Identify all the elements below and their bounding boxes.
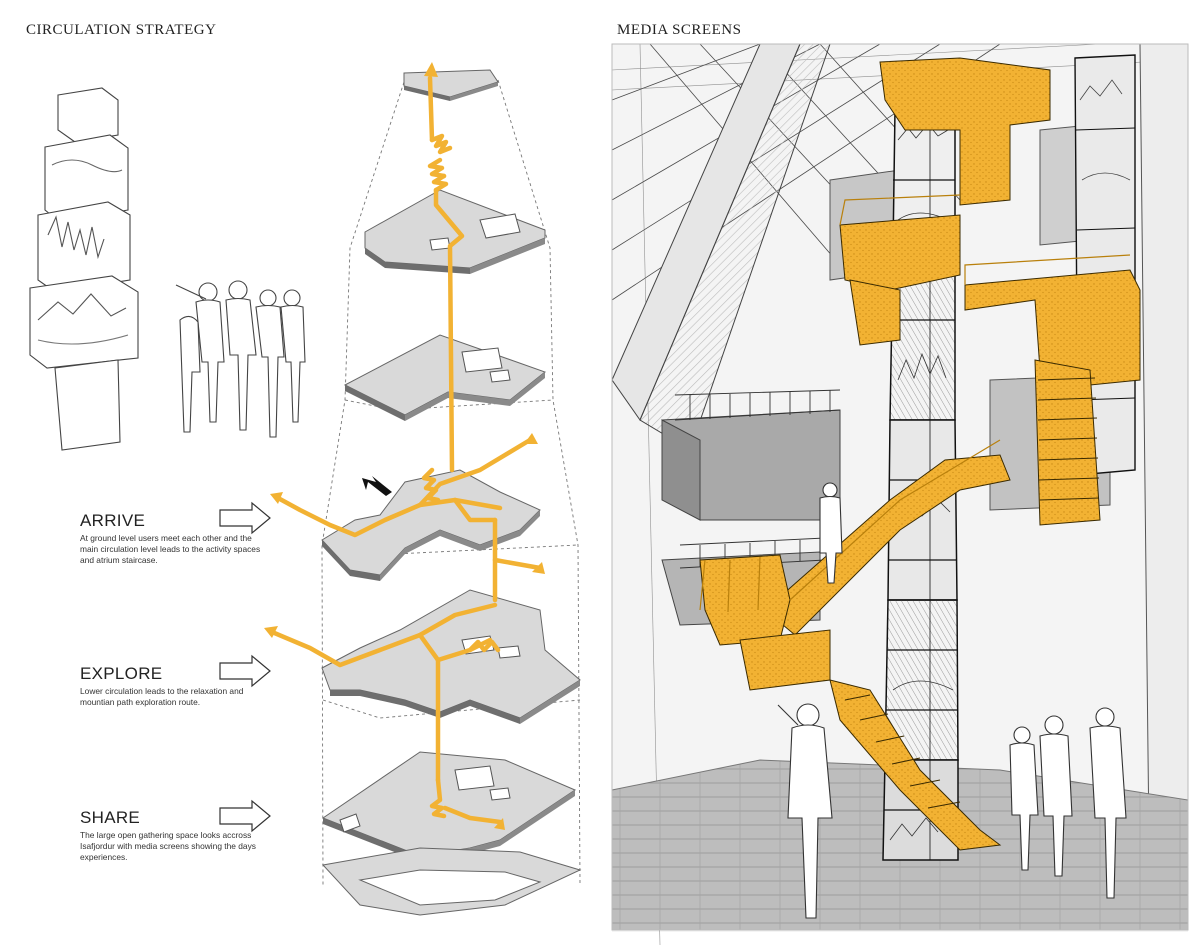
slab-arrive (321, 469, 541, 581)
stage-share-description: The large open gathering space looks acc… (80, 830, 256, 862)
yellow-staircases (699, 57, 1141, 851)
stage-explore: EXPLORE Lower circulation leads to the r… (80, 664, 280, 708)
pointer-arrow-icon (362, 476, 392, 496)
hollow-arrow-icon (219, 799, 271, 833)
slab-level-4 (364, 189, 546, 274)
stage-explore-title: EXPLORE (80, 664, 163, 683)
circulation-paths (269, 75, 543, 825)
stage-arrive-title: ARRIVE (80, 511, 146, 530)
stage-arrive: ARRIVE At ground level users meet each o… (80, 511, 280, 566)
stage-share: SHARE The large open gathering space loo… (80, 808, 280, 863)
media-screens-title: MEDIA SCREENS (617, 22, 742, 38)
people-sketch (175, 280, 306, 438)
path-arrowheads (264, 62, 545, 830)
atrium-render (611, 43, 1189, 945)
stage-arrive-description: At ground level users meet each other an… (80, 533, 261, 565)
slab-level-3 (343, 334, 547, 421)
media-tower-sketch (29, 87, 139, 451)
slab-top (403, 69, 499, 101)
stage-share-title: SHARE (80, 808, 141, 827)
stage-explore-description: Lower circulation leads to the relaxatio… (80, 686, 244, 707)
hollow-arrow-icon (219, 501, 271, 535)
circulation-strategy-title: CIRCULATION STRATEGY (26, 22, 217, 38)
slab-share (321, 751, 582, 916)
hollow-arrow-icon (219, 654, 271, 688)
people-in-atrium (777, 482, 1127, 919)
circulation-diagram (264, 62, 582, 916)
